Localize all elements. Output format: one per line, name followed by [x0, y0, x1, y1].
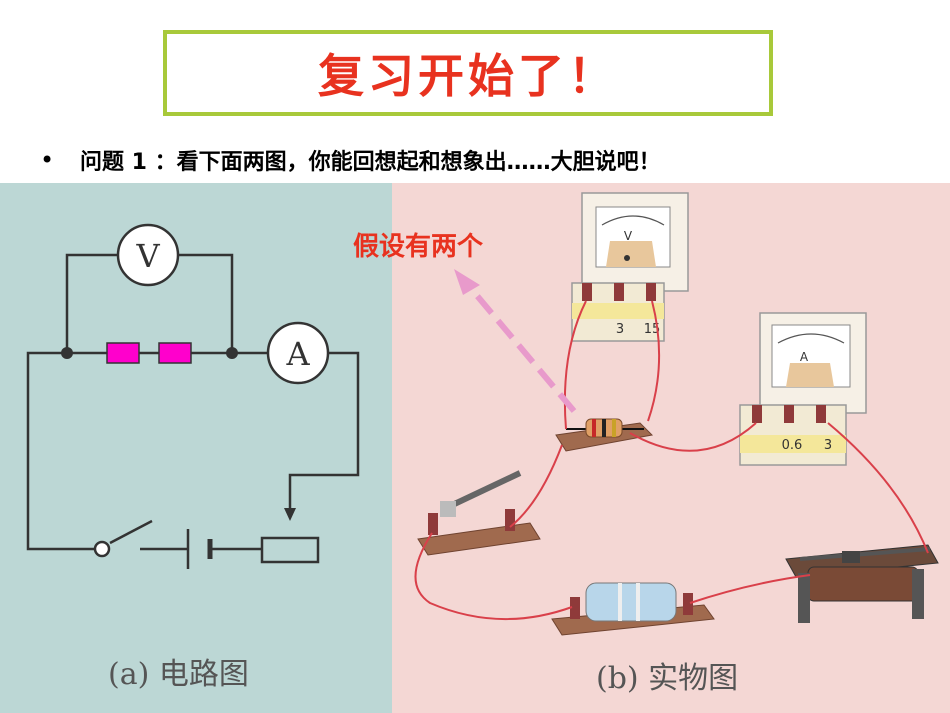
slide-title: 复习开始了！ — [318, 49, 618, 103]
hint-arrow-head — [454, 269, 480, 295]
ammeter-face-label: A — [800, 350, 809, 364]
voltmeter-device — [571, 192, 689, 342]
question-row: • 问题 1 ：看下面两图，你能回想起和想象出……大胆说吧！ — [40, 140, 661, 180]
ammeter-symbol — [266, 321, 330, 385]
junction-dot-left — [61, 347, 73, 359]
connecting-wires — [414, 300, 929, 621]
resistor-2 — [158, 342, 192, 364]
diagram-svg: V A V 3 15 — [26, 192, 939, 636]
circuit-diagram-panel — [0, 183, 412, 713]
figure: V A V 3 15 — [0, 183, 950, 713]
circuit-wires — [26, 253, 360, 551]
annotation-label: 假设有两个 — [353, 232, 484, 262]
ammeter-device — [739, 312, 867, 466]
rheostat-slider-arrow — [284, 508, 296, 521]
caption-circuit: (a) 电路图 — [108, 657, 249, 692]
ammeter-scale-0-6: 0.6 — [782, 438, 803, 453]
hint-arrow-line — [465, 283, 577, 413]
voltmeter-face-label: V — [624, 229, 633, 243]
junction-dot-right — [226, 347, 238, 359]
knife-switch-device — [417, 470, 541, 556]
resistor-device — [555, 418, 654, 452]
resistor-1 — [106, 342, 140, 364]
ammeter-scale-3: 3 — [824, 438, 832, 453]
voltmeter-scale-3: 3 — [616, 322, 624, 337]
bullet-icon: • — [40, 146, 55, 174]
rheostat-device — [785, 544, 939, 623]
title-box: 复习开始了！ — [163, 30, 773, 116]
battery-device — [551, 582, 715, 636]
voltmeter-label: V — [135, 237, 160, 275]
voltmeter-symbol — [116, 223, 180, 287]
caption-physical: (b) 实物图 — [596, 661, 739, 696]
ammeter-label: A — [285, 335, 310, 373]
rheostat-symbol — [260, 536, 320, 564]
switch-symbol — [93, 540, 111, 558]
question-text: 问题 1 ：看下面两图，你能回想起和想象出……大胆说吧！ — [80, 150, 661, 175]
